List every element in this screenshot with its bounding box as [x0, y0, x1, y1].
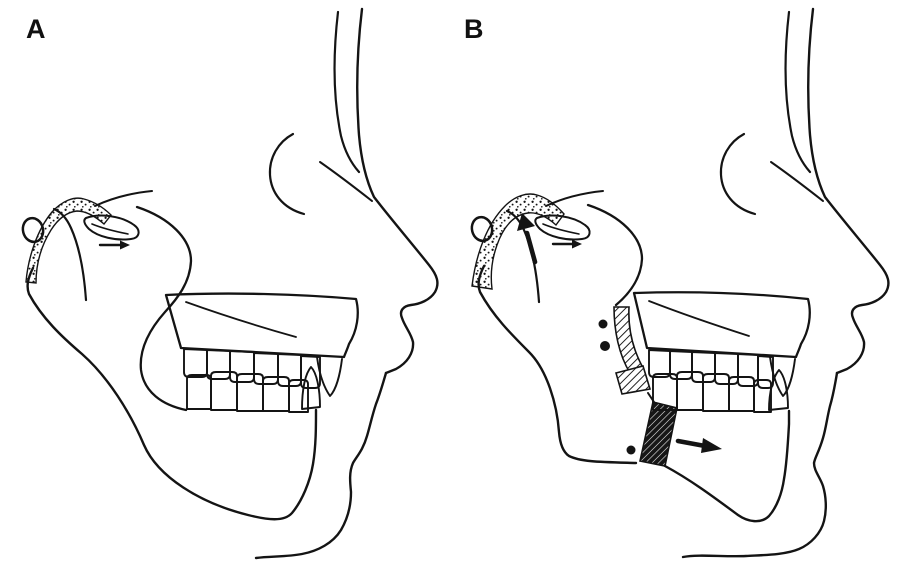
upper-teeth: [183, 348, 343, 397]
lower-teeth: [186, 366, 321, 413]
forehead-inner-line: [784, 10, 812, 174]
advancement-arrow-icon: [675, 438, 722, 453]
zygomatic-curve: [94, 190, 153, 207]
nasal-bridge-line: [319, 161, 373, 202]
forehead-inner-line: [333, 10, 361, 174]
mandible-proximal-segment: [477, 264, 638, 465]
lip-chin-neck: [681, 371, 839, 559]
mandible-distal-segment: [663, 409, 791, 523]
profile-nose-lip: [356, 7, 439, 375]
articular-disc: [83, 214, 140, 241]
ramus-anterior-border: [135, 205, 193, 412]
lower-teeth: [652, 369, 789, 413]
profile-nose-lip: [807, 7, 890, 375]
disc-fold-line: [542, 223, 580, 235]
orbit-arc: [719, 132, 757, 216]
fixation-screw: [600, 341, 610, 351]
zygomatic-curve: [545, 190, 604, 207]
ramus-anterior-border: [586, 203, 644, 307]
lower-incisor: [768, 369, 789, 411]
fixation-screw: [626, 445, 636, 455]
condyle-outline: [52, 207, 88, 302]
glenoid-fossa-stipple: [471, 193, 565, 290]
articular-disc: [534, 214, 591, 241]
osteotomy-step-cut: [615, 365, 652, 395]
panel-b-label: B: [464, 14, 484, 44]
palate-line: [648, 300, 750, 337]
disc-arrow-icon: [551, 239, 582, 249]
fixation-screw: [598, 319, 608, 329]
advancement-gap: [639, 401, 678, 467]
mandible-outline: [26, 266, 318, 521]
panel-a-label: A: [26, 14, 46, 44]
disc-arrow-icon: [98, 240, 130, 250]
lip-chin-neck: [254, 371, 388, 560]
panel-a: [21, 7, 439, 560]
condyle-outline: [505, 209, 541, 304]
lower-incisor: [301, 366, 321, 410]
palate-line: [185, 301, 297, 338]
panel-b: [470, 7, 890, 559]
maxilla-outline: [632, 291, 811, 359]
condyle-seating-arrow-icon: [517, 213, 538, 265]
orbit-arc: [268, 132, 306, 216]
maxilla-outline: [164, 292, 359, 359]
glenoid-fossa-stipple: [25, 197, 112, 284]
disc-fold-line: [91, 223, 129, 235]
upper-incisor: [316, 356, 343, 397]
osteotomy-ramus-cut: [613, 306, 644, 375]
upper-teeth: [648, 349, 796, 397]
upper-incisor: [769, 356, 796, 397]
nasal-bridge-line: [770, 161, 824, 202]
